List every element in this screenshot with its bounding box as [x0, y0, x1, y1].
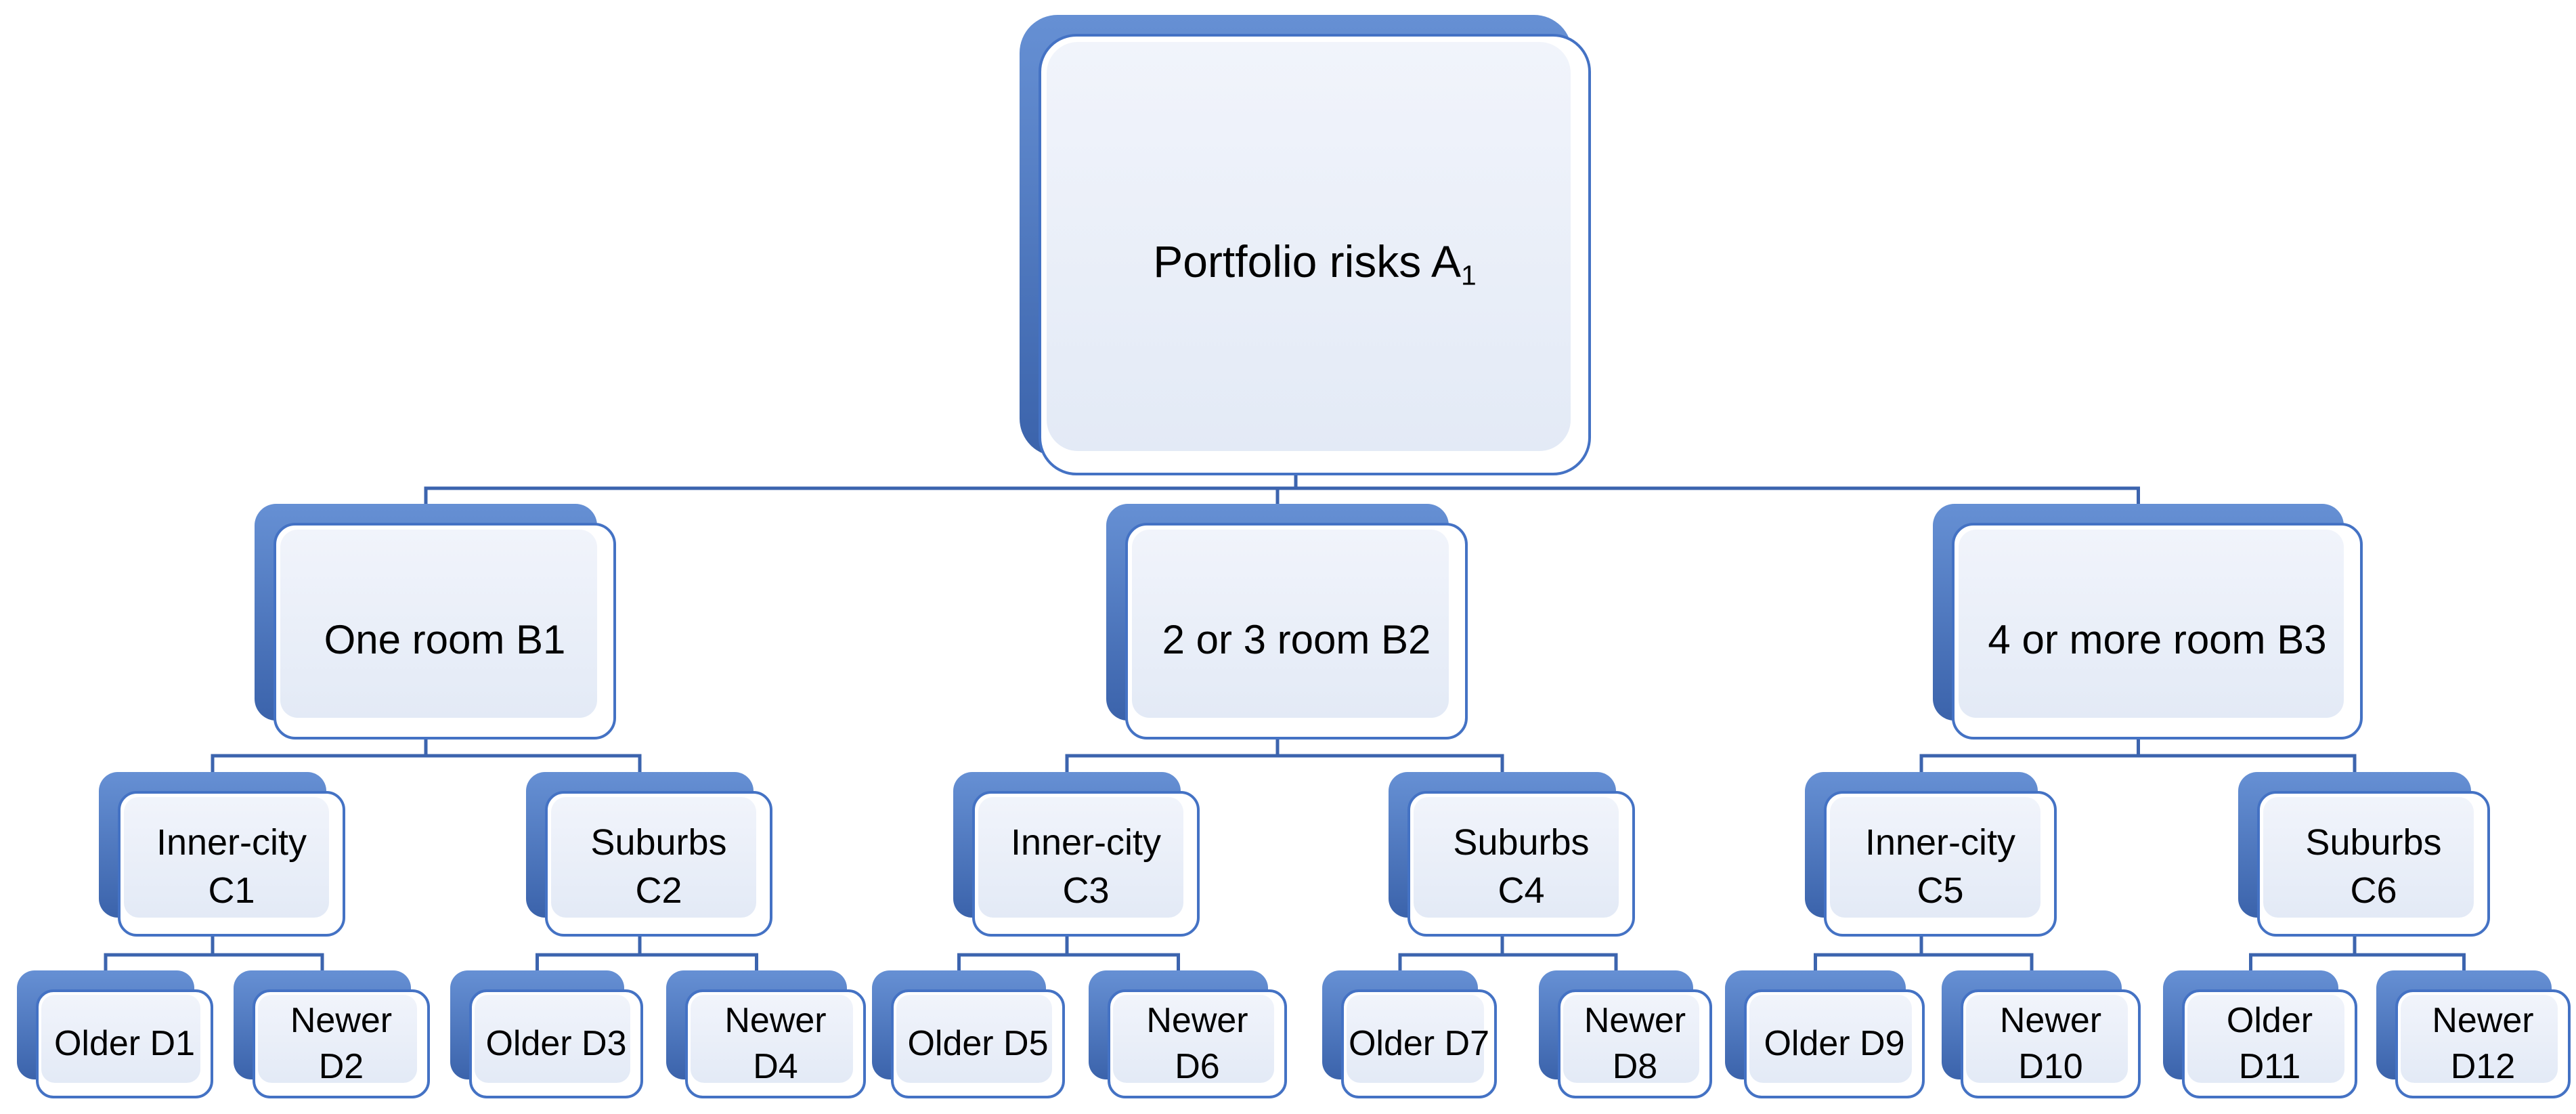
node-label: Newer D6: [1146, 1000, 1248, 1086]
node-fill: [978, 797, 1183, 918]
diagram-node-d4: Newer D4: [666, 970, 866, 1098]
diagram-node-d5: Older D5: [872, 970, 1065, 1098]
diagram-node-c2: Suburbs C2: [526, 772, 772, 937]
diagram-node-d11: Older D11: [2163, 970, 2357, 1098]
node-label: Inner-city C5: [1864, 822, 2016, 911]
diagram-node-d2: Newer D2: [234, 970, 430, 1098]
node-label: Newer D10: [1999, 1000, 2102, 1086]
node-fill: [1749, 995, 1912, 1083]
node-box: Older D7: [1341, 989, 1497, 1098]
node-label: Older D9: [1764, 1023, 1905, 1063]
node-box: Older D3: [469, 989, 643, 1098]
diagram-node-d3: Older D3: [450, 970, 643, 1098]
node-fill: [2401, 995, 2558, 1083]
node-fill: [896, 995, 1052, 1083]
node-box: Newer D12: [2395, 989, 2571, 1098]
diagram-node-c6: Suburbs C6: [2238, 772, 2490, 937]
node-label: Inner-city C3: [1010, 822, 1162, 911]
diagram-node-b3: 4 or more room B3: [1933, 504, 2363, 740]
node-box: 2 or 3 room B2: [1125, 523, 1468, 740]
node-box: Older D11: [2182, 989, 2357, 1098]
node-box: Newer D10: [1961, 989, 2141, 1098]
node-fill: [1830, 797, 2040, 918]
node-box: One room B1: [274, 523, 616, 740]
node-fill: [1132, 530, 1449, 718]
diagram-node-b2: 2 or 3 room B2: [1106, 504, 1468, 740]
diagram-node-c1: Inner-city C1: [99, 772, 345, 937]
node-fill: [2187, 995, 2344, 1083]
node-box: 4 or more room B3: [1952, 523, 2363, 740]
node-box: Older D1: [36, 989, 213, 1098]
node-fill: [1047, 42, 1571, 451]
node-box: Older D9: [1744, 989, 1925, 1098]
node-box: Suburbs C4: [1407, 791, 1635, 937]
node-box: Inner-city C3: [972, 791, 1200, 937]
node-fill: [280, 530, 597, 718]
node-box: Suburbs C2: [545, 791, 772, 937]
node-label: Older D11: [2226, 1000, 2313, 1086]
diagram-node-c4: Suburbs C4: [1389, 772, 1635, 937]
diagram-node-d12: Newer D12: [2376, 970, 2571, 1098]
node-box: Newer D8: [1558, 989, 1712, 1098]
node-label: Newer D8: [1584, 1000, 1686, 1086]
diagram-node-a1: Portfolio risks A1: [1020, 15, 1591, 475]
node-label: Suburbs C6: [2305, 822, 2442, 911]
node-fill: [1113, 995, 1274, 1083]
node-fill: [1959, 530, 2344, 718]
node-label: Suburbs C2: [590, 822, 727, 911]
node-fill: [1414, 797, 1619, 918]
node-label: Older D1: [53, 1023, 196, 1063]
node-box: Inner-city C5: [1824, 791, 2057, 937]
node-box: Suburbs C6: [2257, 791, 2490, 937]
diagram-node-d7: Older D7: [1322, 970, 1497, 1098]
node-label: Newer D4: [724, 1000, 827, 1086]
node-fill: [475, 995, 630, 1083]
node-fill: [1347, 995, 1484, 1083]
node-box: Newer D2: [253, 989, 430, 1098]
node-fill: [124, 797, 329, 918]
node-label: Older D5: [907, 1023, 1049, 1063]
node-label: 4 or more room B3: [1988, 617, 2327, 662]
node-label-text: Portfolio risks A: [1153, 236, 1462, 287]
node-label: Newer D12: [2432, 1000, 2534, 1086]
node-label-subscript: 1: [1461, 259, 1477, 291]
node-box: Portfolio risks A1: [1039, 34, 1591, 475]
node-label: Older D7: [1348, 1023, 1490, 1063]
node-label: Suburbs C4: [1453, 822, 1590, 911]
node-label: Inner-city C1: [156, 822, 307, 911]
node-fill: [258, 995, 417, 1083]
node-fill: [1563, 995, 1699, 1083]
node-label: One room B1: [324, 617, 566, 662]
diagram-node-d6: Newer D6: [1089, 970, 1287, 1098]
node-fill: [691, 995, 853, 1083]
node-label: Older D3: [485, 1023, 627, 1063]
node-fill: [41, 995, 200, 1083]
node-box: Newer D4: [685, 989, 866, 1098]
node-fill: [1966, 995, 2128, 1083]
node-label: 2 or 3 room B2: [1162, 617, 1431, 662]
node-fill: [551, 797, 756, 918]
diagram-node-b1: One room B1: [255, 504, 616, 740]
node-box: Inner-city C1: [118, 791, 345, 937]
node-box: Older D5: [891, 989, 1065, 1098]
node-fill: [2263, 797, 2474, 918]
node-box: Newer D6: [1108, 989, 1287, 1098]
diagram-node-c5: Inner-city C5: [1805, 772, 2057, 937]
diagram-node-d9: Older D9: [1725, 970, 1925, 1098]
node-label: Portfolio risks A1: [1153, 218, 1477, 291]
diagram-node-d10: Newer D10: [1942, 970, 2141, 1098]
diagram-node-d1: Older D1: [17, 970, 213, 1098]
node-label: Newer D2: [290, 1000, 393, 1086]
diagram-node-c3: Inner-city C3: [953, 772, 1200, 937]
diagram-node-d8: Newer D8: [1539, 970, 1712, 1098]
